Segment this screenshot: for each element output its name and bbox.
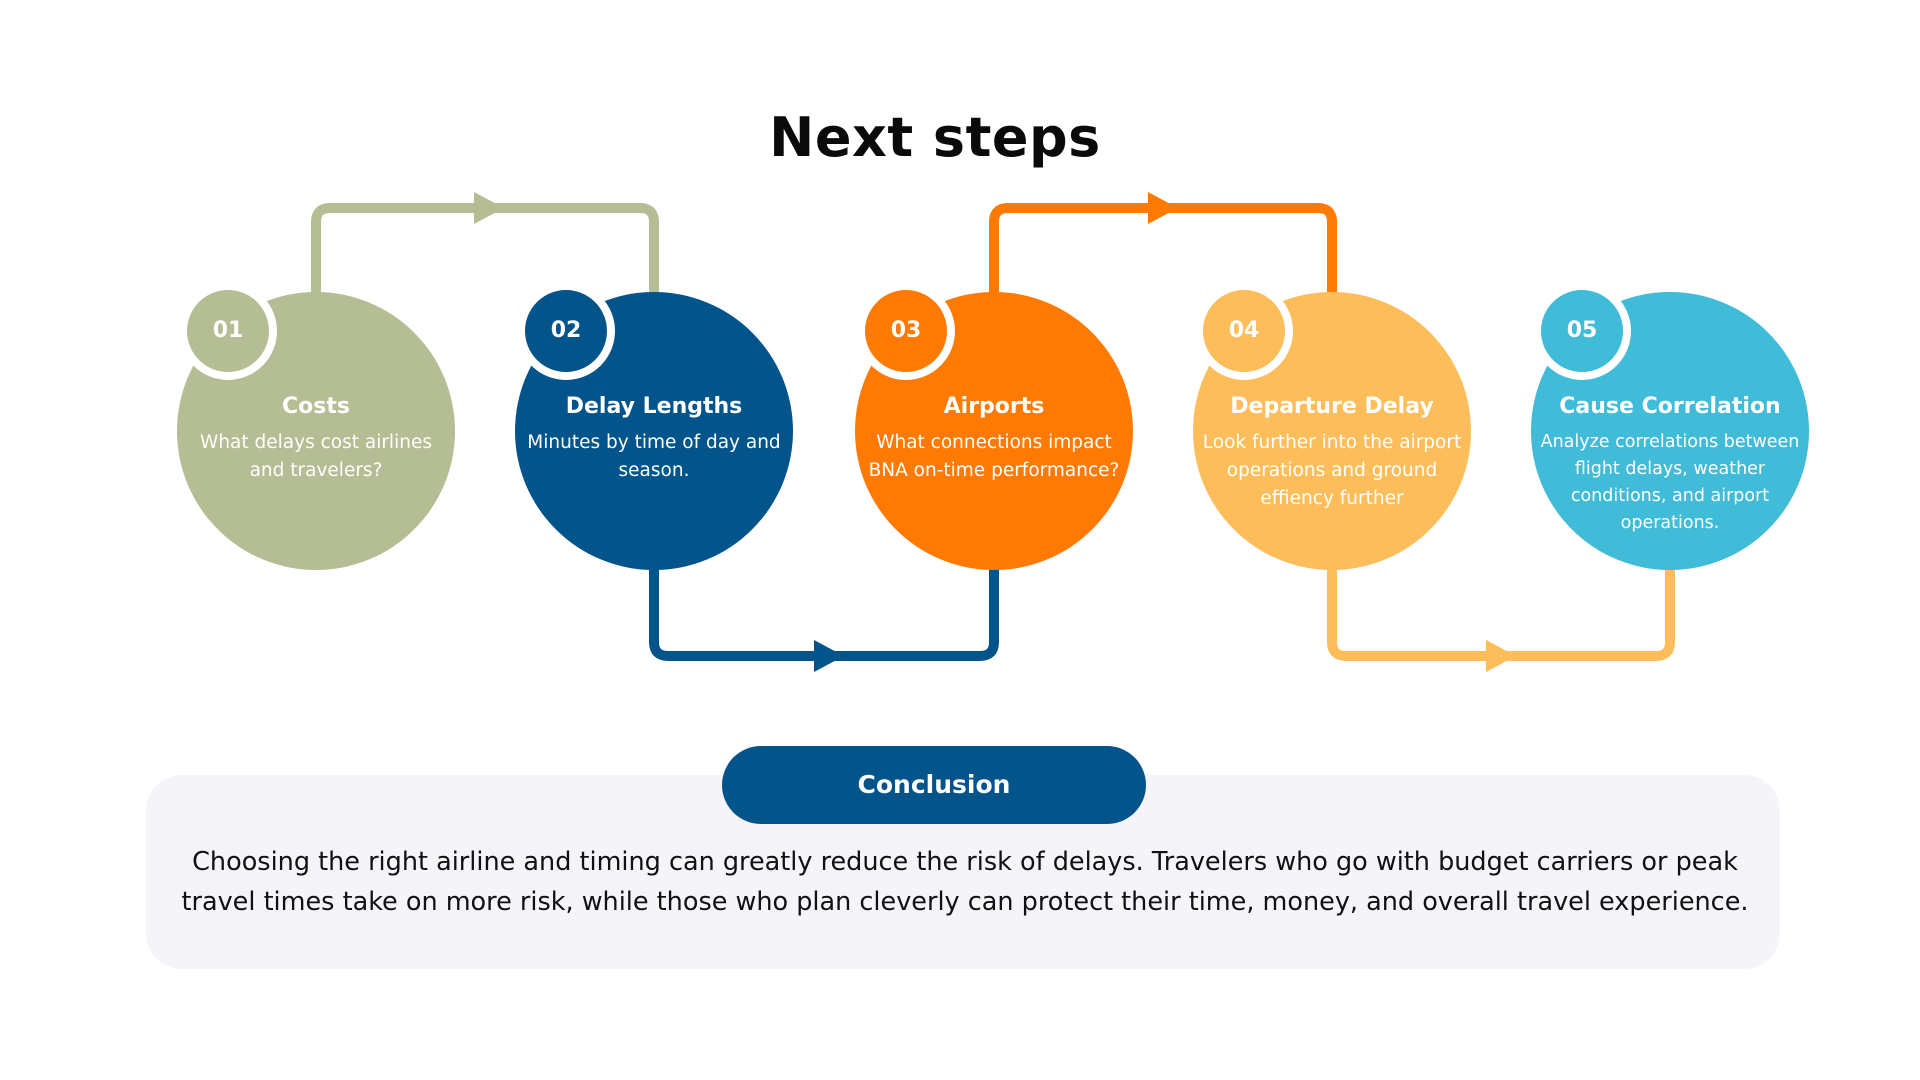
- step-description: What connections impact BNA on-time perf…: [868, 432, 1120, 481]
- step-number-badge: 04: [1195, 282, 1293, 380]
- step-description: Minutes by time of day and season.: [527, 432, 781, 481]
- connector-03-04: [989, 203, 1337, 301]
- arrow-right-icon: [814, 640, 844, 672]
- step-number-badge: 01: [179, 282, 277, 380]
- arrow-right-icon: [474, 192, 504, 224]
- page-title: Next steps: [769, 106, 1101, 169]
- step-description: Analyze correlations between flight dela…: [1540, 432, 1800, 533]
- step-05-circle: Cause Correlation Analyze correlations b…: [1531, 292, 1809, 570]
- arrow-right-icon: [1486, 640, 1516, 672]
- step-number-badge: 02: [517, 282, 615, 380]
- step-description: Look further into the airport operations…: [1202, 432, 1462, 509]
- step-title: Departure Delay: [1230, 394, 1434, 419]
- connector-01-02: [311, 203, 659, 301]
- connector-04-05: [1327, 561, 1675, 661]
- step-number-badge: 03: [857, 282, 955, 380]
- arrow-right-icon: [1148, 192, 1178, 224]
- step-description: What delays cost airlines and travelers?: [200, 432, 432, 481]
- step-title: Costs: [282, 394, 350, 419]
- conclusion-heading: Conclusion: [722, 746, 1146, 824]
- conclusion-body: Choosing the right airline and timing ca…: [181, 847, 1749, 917]
- connector-02-03: [649, 561, 999, 661]
- step-number-badge: 05: [1533, 282, 1631, 380]
- step-03-circle: Airports What connections impact BNA on-…: [855, 292, 1133, 570]
- step-title: Airports: [943, 394, 1045, 419]
- step-title: Delay Lengths: [565, 394, 743, 419]
- step-title: Cause Correlation: [1559, 394, 1781, 419]
